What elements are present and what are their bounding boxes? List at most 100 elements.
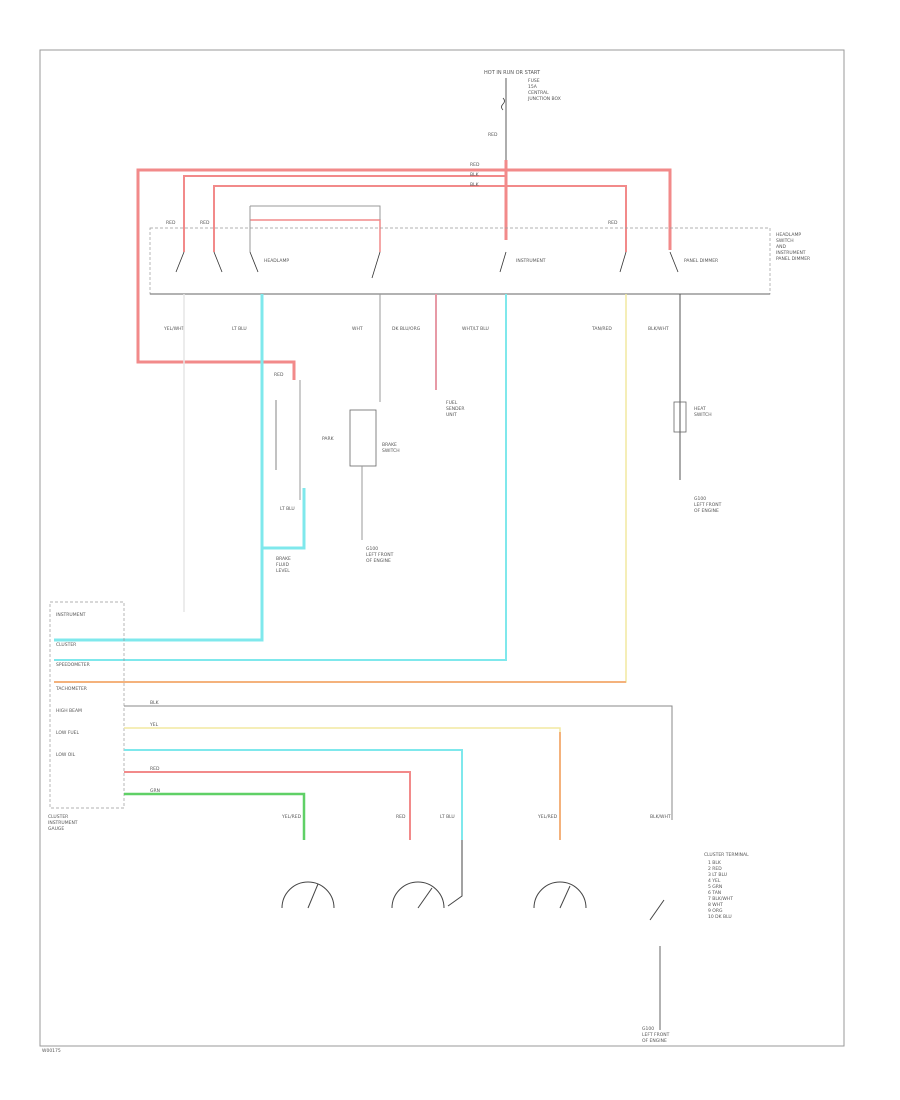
module-label-3: SPEEDOMETER: [56, 662, 90, 668]
ground-label-2: LEFT FRONT: [366, 552, 394, 558]
red-feed-left-loop: [136, 168, 506, 380]
right-ground-2: LEFT FRONT: [694, 502, 722, 508]
park-red-label: RED: [274, 372, 284, 378]
legend-4: 4 YEL: [708, 878, 721, 884]
cluster-label-3: GAUGE: [48, 826, 64, 832]
wire-label-yel: YEL: [149, 722, 159, 728]
diagram-border: [39, 49, 845, 1047]
wire-module-blk-wht: [124, 705, 673, 820]
fuel-label-1: FUEL: [446, 400, 458, 406]
heat-switch: [673, 401, 687, 433]
right-switch-line-4: INSTRUMENT: [776, 250, 806, 256]
brake-cyan-link: [262, 488, 306, 550]
legend-8: 8 WHT: [708, 902, 723, 908]
bottom-label-4: YEL/RED: [537, 814, 558, 820]
module-label-2: CLUSTER: [56, 642, 76, 648]
wire-label-red-mod: RED: [150, 766, 160, 772]
gauges: [281, 881, 587, 909]
park-label: PARK: [322, 436, 335, 442]
circuit-label-6: TAN/RED: [591, 326, 612, 332]
legend-title: CLUSTER TERMINAL: [704, 852, 749, 858]
wire-tan-red-v: [54, 294, 627, 683]
legend-9: 9 ORG: [708, 908, 723, 914]
legend-5: 5 GRN: [708, 884, 722, 890]
bottom-label-5: BLK/WHT: [650, 814, 671, 820]
right-switch-line-3: AND: [776, 244, 786, 250]
module-label-5: HIGH BEAM: [56, 708, 82, 714]
legend-10: 10 DK BLU: [708, 914, 732, 920]
module-label-6: LOW FUEL: [56, 730, 79, 736]
circuit-label-3: WHT: [352, 326, 363, 332]
wire-label-red-1: RED: [470, 162, 480, 168]
wire-module-lt-blu: [124, 749, 463, 840]
right-switch-line-5: PANEL DIMMER: [776, 256, 810, 262]
brake-fluid-label-1: BRAKE: [382, 442, 397, 448]
wire-module-yel: [124, 727, 561, 740]
wire-label-red-2: RED: [166, 220, 176, 226]
heat-label-2: SWITCH: [694, 412, 712, 418]
fuse-out-label: RED: [488, 132, 498, 138]
ground-label-1: G100: [366, 546, 378, 552]
wire-wht-lt-blu: [54, 294, 507, 661]
circuit-label-5: WHT/LT BLU: [462, 326, 489, 332]
gauge-2-needle: [417, 887, 433, 909]
heat-label-1: HEAT: [694, 406, 706, 412]
cluster-label-2: INSTRUMENT: [48, 820, 78, 826]
module-label-4: TACHOMETER: [55, 686, 87, 692]
bottom-label-3: LT BLU: [440, 814, 455, 820]
brake-label-1: BRAKE: [276, 556, 291, 562]
red-feed-3: [213, 185, 506, 252]
circuit-label-4: DK BLU/ORG: [392, 326, 421, 332]
wire-label-blk: BLK: [150, 700, 160, 706]
fuel-label-3: UNIT: [446, 412, 457, 418]
gray-jumper-2: [250, 205, 381, 220]
legend-7: 7 BLK/WHT: [708, 896, 733, 902]
top-fuse-line-2: 15A: [528, 84, 538, 90]
red-feed-4: [506, 185, 627, 252]
top-fuse-line-3: CENTRAL: [528, 90, 549, 96]
bottom-ground-2: LEFT FRONT: [642, 1032, 670, 1038]
gauge-1-needle: [307, 883, 319, 909]
legend-3: 3 LT BLU: [708, 872, 727, 878]
top-fuse-line-1: FUSE: [528, 78, 540, 84]
circuit-label-7: BLK/WHT: [648, 326, 669, 332]
red-feed-2: [183, 175, 506, 252]
brake-fluid-switch: [349, 409, 377, 467]
brake-label-2: FLUID: [276, 562, 289, 568]
brake-lt-blu-label: LT BLU: [280, 506, 295, 512]
brake-fluid-label-2: SWITCH: [382, 448, 400, 454]
wire-label-blk-1: BLK: [470, 172, 480, 178]
gauge-2: [391, 881, 445, 909]
circuit-label-1: YEL/WHT: [163, 326, 184, 332]
right-switch-line-1: HEADLAMP: [776, 232, 801, 238]
legend-2: 2 RED: [708, 866, 722, 872]
switch-label-1: HEADLAMP: [264, 258, 289, 264]
top-source-label: HOT IN RUN OR START: [484, 70, 541, 76]
legend-6: 6 TAN: [708, 890, 721, 896]
fuel-label-2: SENDER: [446, 406, 465, 412]
right-ground-1: G100: [694, 496, 706, 502]
bottom-label-1: YEL/RED: [281, 814, 302, 820]
switch-assembly-box: [149, 227, 771, 295]
gauge-3: [533, 881, 587, 909]
switch-label-2: INSTRUMENT: [516, 258, 546, 264]
switch-label-3: PANEL DIMMER: [684, 258, 718, 264]
wire-module-grn: [124, 792, 306, 840]
switch-contacts: [175, 251, 679, 279]
bottom-ground-3: OF ENGINE: [642, 1038, 667, 1044]
wire-module-red: [124, 771, 411, 840]
legend-1: 1 BLK: [708, 860, 722, 866]
bottom-label-2: RED: [396, 814, 406, 820]
bottom-ground-1: G100: [642, 1026, 654, 1032]
red-feed-5: [250, 219, 381, 252]
right-switch-line-2: SWITCH: [776, 238, 794, 244]
cluster-label-1: CLUSTER: [48, 814, 68, 820]
wire-label-blk-2: BLK: [470, 182, 480, 188]
right-ground-3: OF ENGINE: [694, 508, 719, 514]
gauge-3-needle: [559, 885, 571, 909]
top-fuse-line-4: JUNCTION BOX: [527, 96, 561, 102]
fuse-symbol: [501, 97, 505, 111]
footer-code: W00175: [42, 1048, 61, 1054]
ground-label-3: OF ENGINE: [366, 558, 391, 564]
